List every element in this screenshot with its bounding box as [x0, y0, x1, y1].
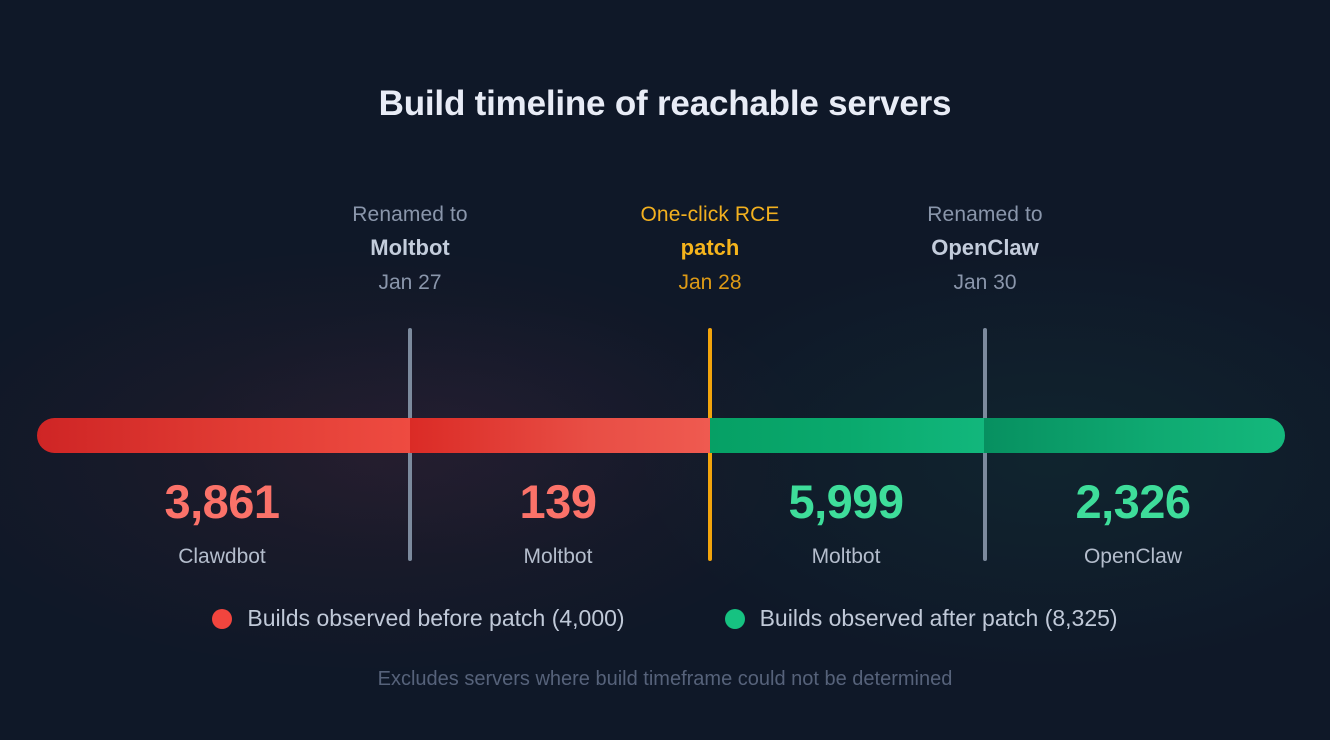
timeline-marker-openclaw: Renamed to OpenClaw Jan 30 [927, 204, 1042, 293]
value-number: 3,861 [164, 475, 280, 528]
marker-name: Moltbot [370, 235, 450, 260]
value-block-openclaw: 2,326 OpenClaw [1075, 475, 1191, 568]
value-number: 139 [519, 475, 597, 528]
legend-dot-red-icon [212, 608, 233, 629]
chart-legend: Builds observed before patch (4,000) Bui… [0, 605, 1330, 632]
value-number: 2,326 [1075, 475, 1191, 528]
marker-prefix: Renamed to [352, 203, 468, 226]
marker-date: Jan 27 [378, 271, 442, 294]
value-block-clawdbot: 3,861 Clawdbot [164, 475, 280, 568]
value-label: Moltbot [523, 545, 593, 568]
bar-segment-openclaw-after [984, 418, 1285, 453]
marker-name: OpenClaw [931, 235, 1039, 260]
bar-segment-moltbot-before [410, 418, 710, 453]
value-block-moltbot-after: 5,999 Moltbot [788, 475, 904, 568]
legend-label: Builds observed after patch (8,325) [759, 605, 1118, 631]
chart-title: Build timeline of reachable servers [378, 84, 952, 123]
timeline-marker-patch: One-click RCE patch Jan 28 [641, 204, 780, 293]
timeline-marker-moltbot: Renamed to Moltbot Jan 27 [352, 204, 467, 293]
legend-dot-green-icon [724, 608, 745, 629]
value-label: Moltbot [811, 545, 881, 568]
legend-item-after-patch: Builds observed after patch (8,325) [724, 605, 1118, 632]
legend-item-before-patch: Builds observed before patch (4,000) [212, 605, 625, 632]
value-label: Clawdbot [178, 545, 266, 568]
value-label: OpenClaw [1083, 545, 1183, 568]
value-number: 5,999 [788, 475, 904, 528]
legend-label: Builds observed before patch (4,000) [247, 605, 625, 631]
marker-date: Jan 30 [953, 271, 1017, 294]
marker-prefix: One-click RCE [640, 203, 780, 226]
marker-prefix: Renamed to [927, 203, 1043, 226]
bar-segment-clawdbot-before [37, 418, 411, 453]
marker-date: Jan 28 [678, 271, 742, 294]
bar-segment-moltbot-after [709, 418, 985, 453]
chart-footnote: Excludes servers where build timeframe c… [377, 668, 953, 690]
marker-name: patch [680, 235, 740, 260]
timeline-bar [37, 418, 1285, 453]
value-block-moltbot-before: 139 Moltbot [520, 478, 597, 567]
